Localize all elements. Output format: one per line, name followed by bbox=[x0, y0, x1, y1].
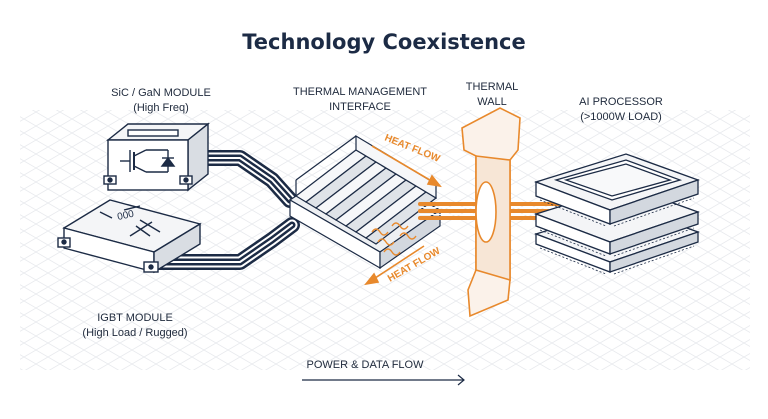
sic-gan-module bbox=[103, 122, 210, 192]
diagram-title: Technology Coexistence bbox=[242, 30, 526, 54]
thermal-wall-label-line2: WALL bbox=[477, 96, 507, 108]
igbt-label: IGBT MODULE (High Load / Rugged) bbox=[60, 311, 210, 341]
sic-gan-cable bbox=[192, 150, 298, 208]
ai-processor-label-line1: AI PROCESSOR bbox=[579, 96, 663, 108]
thermal-wall-label: THERMAL WALL bbox=[452, 80, 532, 110]
thermal-wall bbox=[461, 107, 521, 318]
heat-flow-arrows bbox=[364, 145, 442, 286]
thermal-interface-label-line1: THERMAL MANAGEMENT bbox=[292, 86, 428, 98]
ai-processor-label: AI PROCESSOR (>1000W LOAD) bbox=[556, 95, 686, 125]
thermal-interface-label-line2: INTERFACE bbox=[329, 101, 391, 113]
sic-gan-label-line2: (High Freq) bbox=[133, 102, 189, 114]
igbt-resistor-text: 000 bbox=[116, 209, 135, 223]
thermal-wall-label-line1: THERMAL bbox=[465, 81, 519, 93]
power-data-flow-label: POWER & DATA FLOW bbox=[306, 359, 424, 371]
power-data-flow-arrow bbox=[302, 374, 465, 386]
igbt-label-line1: IGBT MODULE bbox=[97, 312, 173, 324]
sic-gan-label-line1: SiC / GaN MODULE bbox=[111, 87, 211, 99]
igbt-cable bbox=[152, 217, 300, 270]
thermal-interface-label: THERMAL MANAGEMENT INTERFACE bbox=[280, 85, 440, 115]
ai-processor-label-line2: (>1000W LOAD) bbox=[580, 111, 662, 123]
sic-gan-label: SiC / GaN MODULE (High Freq) bbox=[96, 86, 226, 116]
igbt-label-line2: (High Load / Rugged) bbox=[82, 327, 188, 339]
heat-waves bbox=[371, 222, 417, 256]
ai-processor bbox=[534, 153, 700, 273]
igbt-module bbox=[57, 199, 202, 274]
